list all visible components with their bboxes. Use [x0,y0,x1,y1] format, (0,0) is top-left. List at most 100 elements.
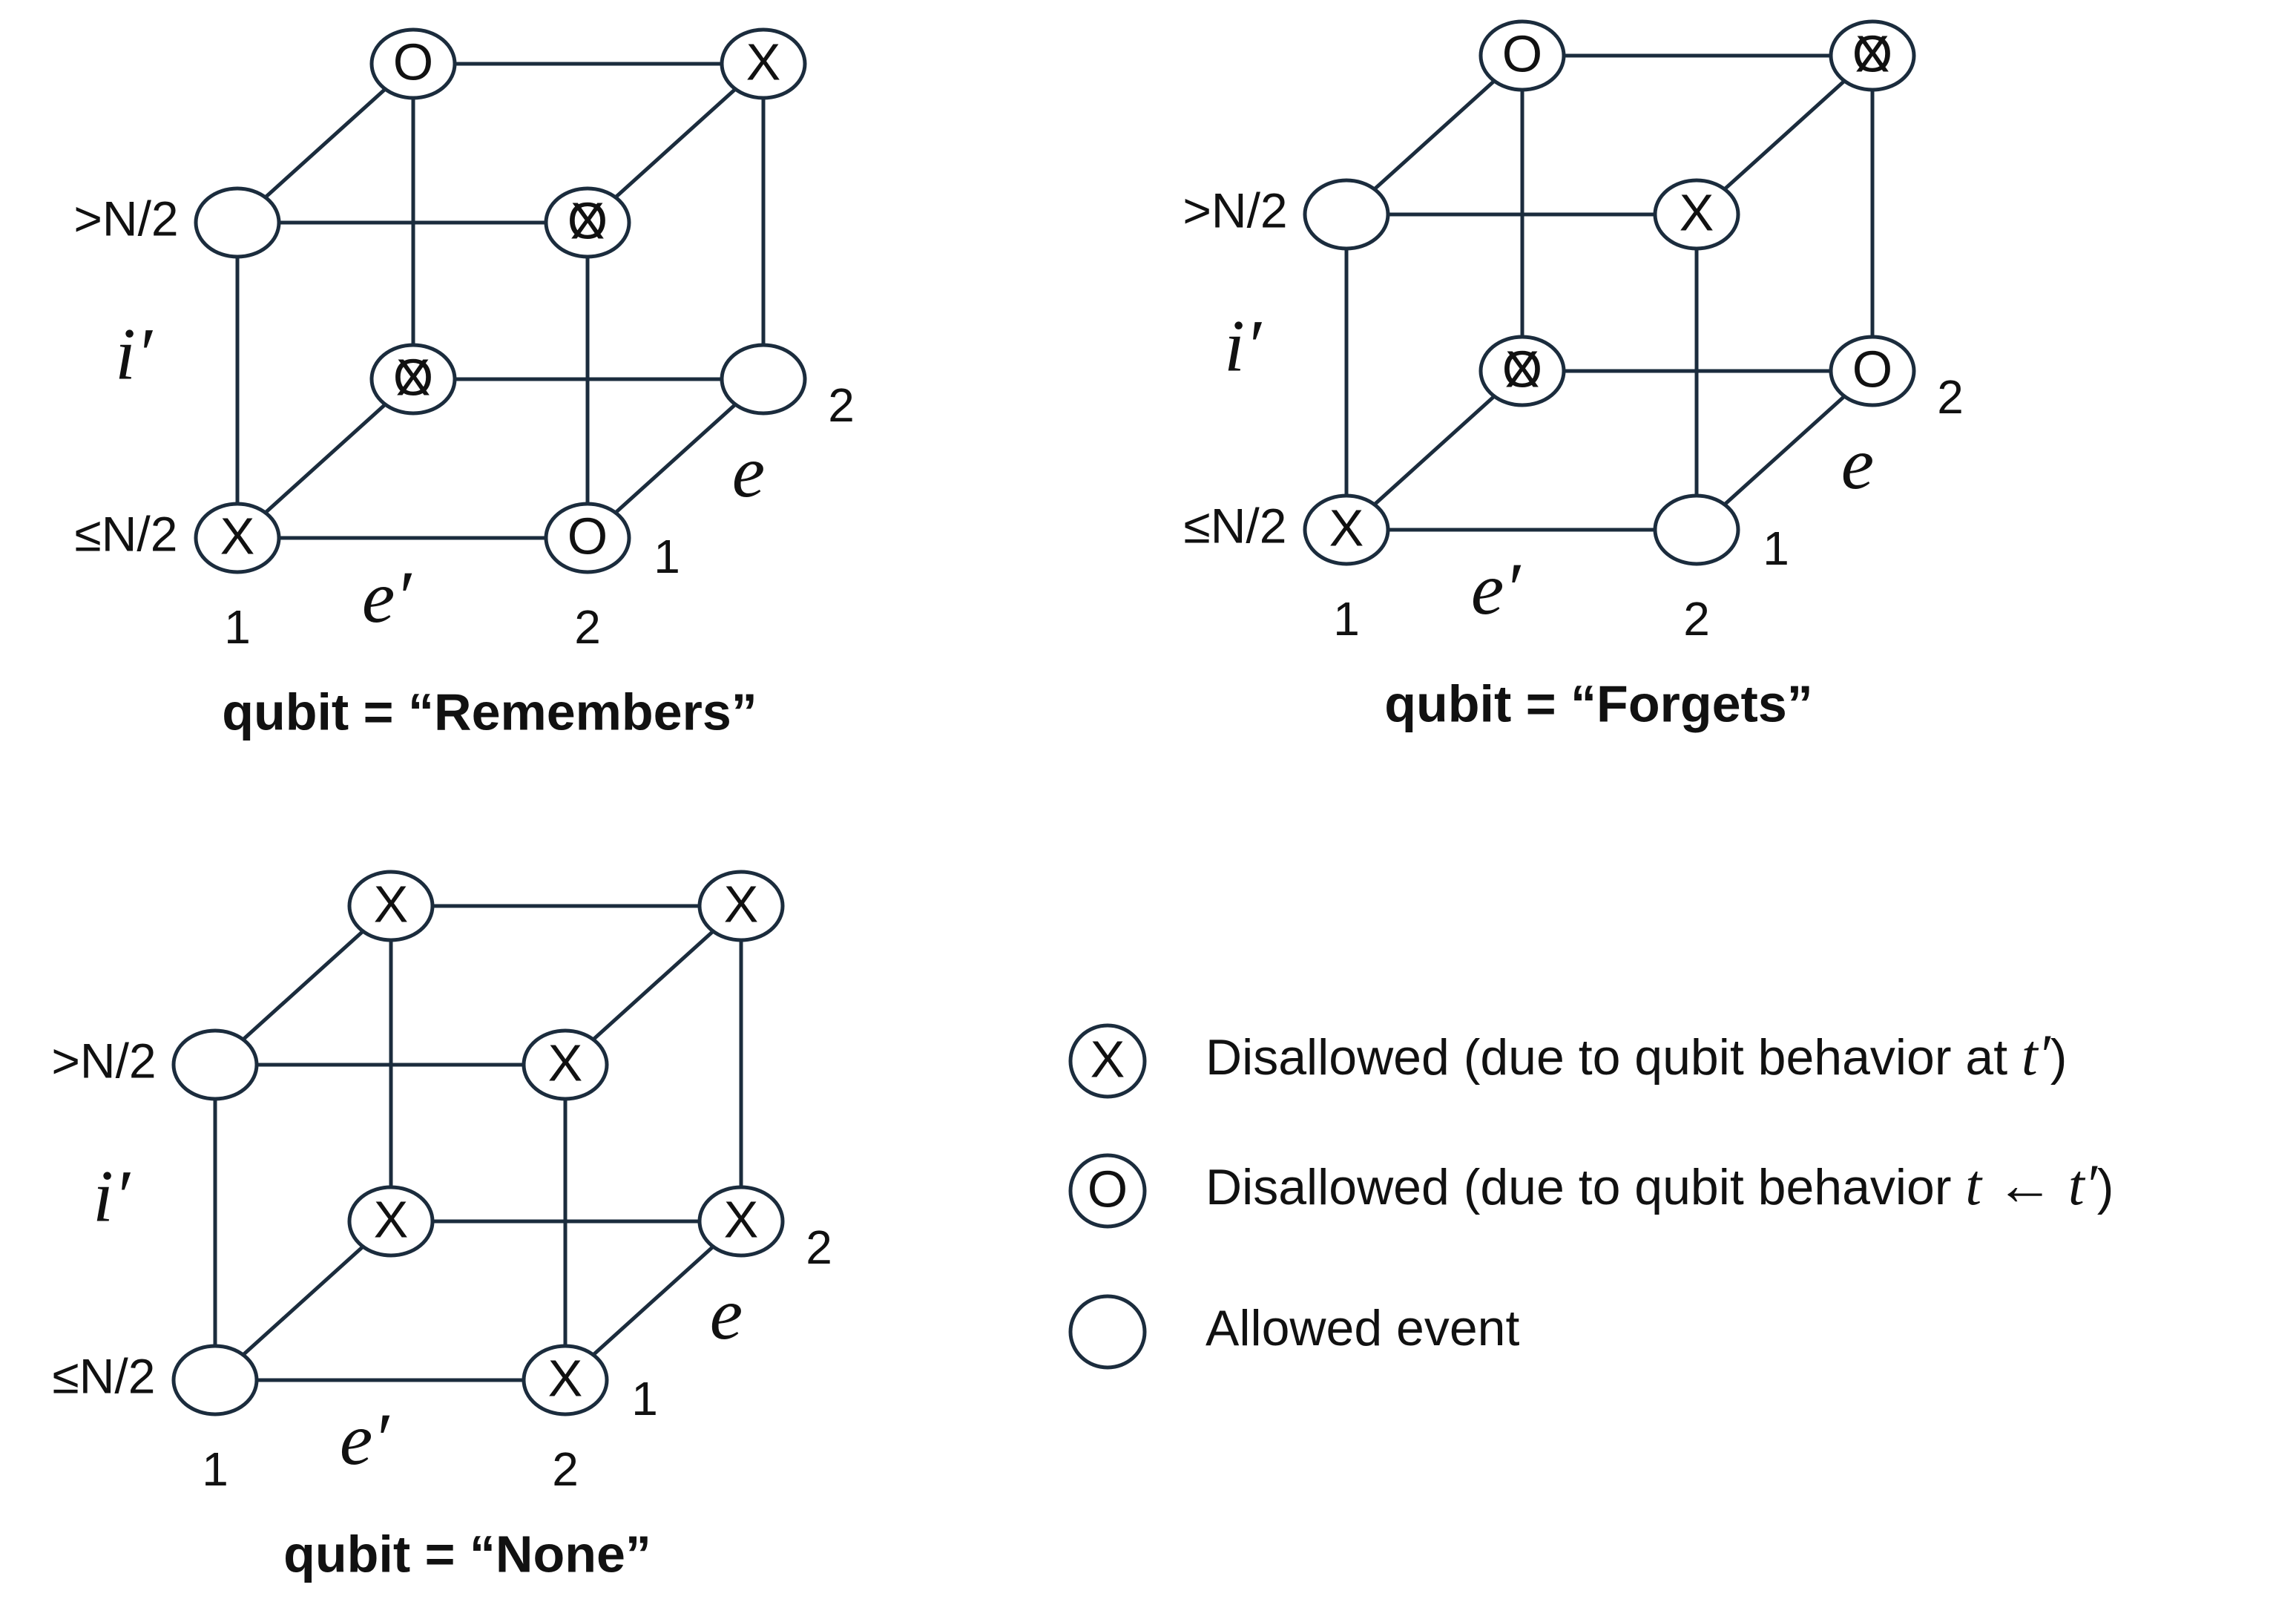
node-o-mark: O [1502,24,1542,82]
node-o-mark: O [393,33,433,91]
label-e-prime-2: 2 [574,600,601,654]
node-back-low-1: X [347,1185,435,1258]
node-back-high-1: O [1478,19,1566,92]
node-x-mark: X [1505,340,1540,398]
node-front-high-1 [171,1028,259,1101]
node-front-low-1: X [1303,493,1390,566]
node-circle [522,1344,609,1416]
label-e: e [732,430,765,513]
node-front-high-1 [194,186,281,259]
node-x-mark: X [396,348,431,406]
node-circle [720,343,807,416]
legend-text: Disallowed (due to qubit behavior at t′) [1205,1022,2067,1087]
node-x-mark: X [724,1190,759,1248]
node-o-mark: O [393,348,433,406]
label-i-high: >N/2 [51,1033,156,1088]
cube-edges [1344,53,1875,532]
node-front-high-2: XO [544,186,631,259]
node-front-low-2: X [522,1344,609,1416]
legend: X Disallowed (due to qubit behavior at t′… [1068,1022,2114,1370]
legend-circle [1068,1153,1147,1229]
node-back-high-2: X [720,27,807,100]
label-i-prime: i′ [115,312,154,395]
node-back-high-2: XO [1829,19,1916,92]
label-i-low: ≤N/2 [53,1348,156,1403]
node-circle [1653,178,1740,251]
node-x-mark: X [1855,24,1890,82]
node-circle [544,502,631,574]
node-circle [194,502,281,574]
node-front-low-2 [1653,493,1740,566]
node-circle [522,1028,609,1101]
node-circle [697,870,785,942]
label-i-low: ≤N/2 [1184,498,1287,553]
label-e-prime-1: 1 [1333,592,1360,646]
label-e-prime-2: 2 [552,1442,579,1496]
label-e-2: 2 [828,378,855,432]
label-e-1: 1 [654,530,680,583]
node-front-high-2: X [522,1028,609,1101]
node-circle [1829,19,1916,92]
legend-tail: ) [2097,1159,2114,1215]
legend-circle [1068,1023,1147,1099]
label-e-prime: e′ [340,1398,390,1480]
node-x-mark: X [570,191,605,249]
node-x-mark: X [746,33,781,91]
node-back-low-1: XO [1478,335,1566,407]
cube-edges [235,62,766,540]
legend-text: Allowed event [1205,1300,1519,1356]
label-e-1: 1 [1763,522,1789,575]
node-circle [347,870,435,942]
node-x-mark: X [1329,499,1364,556]
node-circle [171,1344,259,1416]
label-e-prime: e′ [362,556,412,638]
node-circle [1478,19,1566,92]
label-i-low: ≤N/2 [75,506,178,561]
node-o-mark: O [568,507,608,565]
node-circle [369,27,457,100]
node-circle [194,186,281,259]
legend-item-3: Allowed event [1068,1294,1519,1370]
node-circle [1653,493,1740,566]
node-o-mark: O [1502,340,1542,398]
cube-title: qubit = “Remembers” [222,683,757,741]
node-circle [1303,493,1390,566]
label-e: e [1841,422,1874,505]
label-e-prime-2: 2 [1683,592,1710,646]
node-circle [1829,335,1916,407]
label-e-prime-1: 1 [202,1442,228,1496]
node-circle [171,1028,259,1101]
cube-title: qubit = “Forgets” [1384,674,1813,732]
legend-math: t′ [2022,1022,2052,1087]
node-back-high-1: X [347,870,435,942]
legend-math: t ← t′ [1965,1152,2098,1217]
legend-description: Allowed event [1205,1300,1519,1356]
node-x-mark: X [548,1349,583,1407]
node-o-mark: O [568,191,608,249]
legend-item-1: X Disallowed (due to qubit behavior at t′… [1068,1022,2067,1099]
legend-description: Disallowed (due to qubit behavior at [1205,1029,2022,1086]
label-i-high: >N/2 [1182,183,1287,237]
label-e-prime: e′ [1471,548,1522,630]
node-front-low-1: X [194,502,281,574]
node-back-low-2: X [697,1185,785,1258]
node-back-high-2: X [697,870,785,942]
node-circle [1478,335,1566,407]
label-i-prime: i′ [1224,304,1263,387]
label-e-2: 2 [1937,370,1964,424]
legend-text: Disallowed (due to qubit behavior t ← t′… [1205,1152,2114,1217]
cube-title: qubit = “None” [283,1525,651,1583]
legend-x-mark: X [1091,1030,1125,1088]
node-front-high-2: X [1653,178,1740,251]
node-x-mark: X [374,1190,409,1248]
node-circle [369,343,457,416]
node-circle [697,1185,785,1258]
node-back-high-1: O [369,27,457,100]
node-circle [720,27,807,100]
